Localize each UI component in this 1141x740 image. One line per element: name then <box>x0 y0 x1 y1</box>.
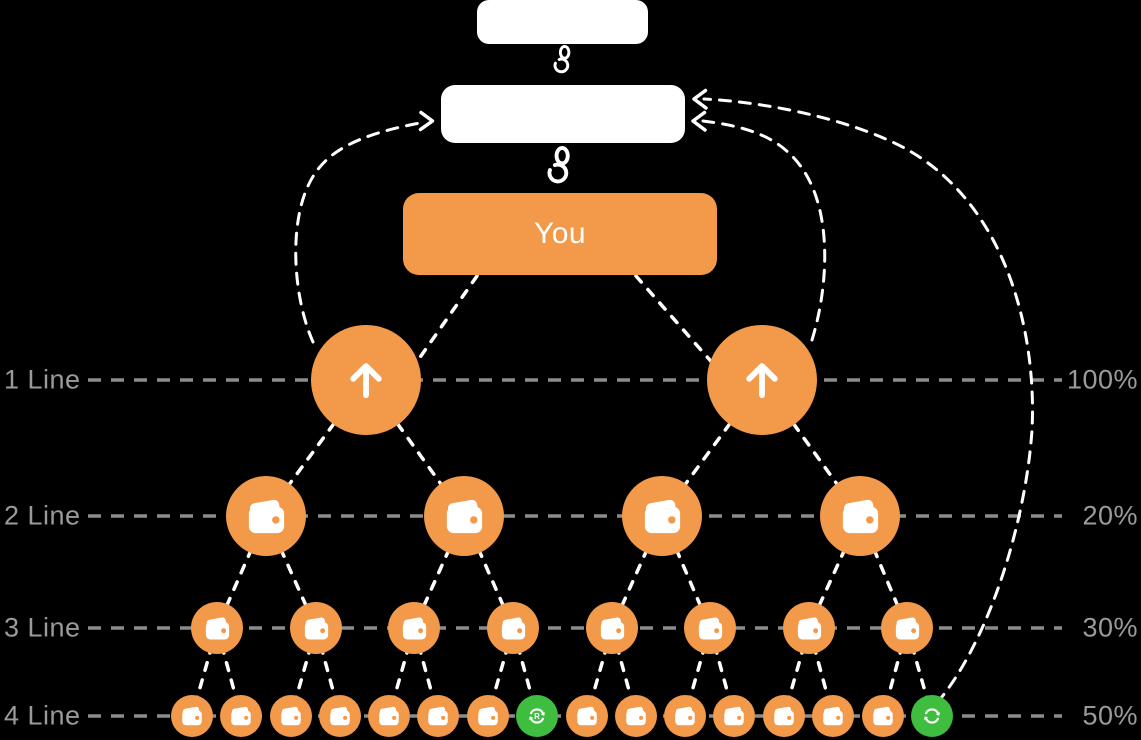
level-4-node-7 <box>467 695 509 737</box>
refresh-icon <box>923 708 941 724</box>
row-label-line-2: 2 Line <box>4 500 81 531</box>
level-3-node-6 <box>684 602 736 654</box>
arrow-up-icon <box>746 363 778 399</box>
wallet-icon <box>774 706 794 726</box>
row-percent-line-1: 100% <box>1066 364 1138 395</box>
row-label-line-3: 3 Line <box>4 612 81 643</box>
wallet-icon <box>644 499 680 533</box>
wallet-icon <box>577 706 597 726</box>
row-percent-line-3: 30% <box>1082 612 1138 643</box>
level-4-node-15 <box>862 695 904 737</box>
wallet-icon <box>698 617 722 639</box>
level-4-node-16-refresh <box>911 695 953 737</box>
level-3-node-8 <box>881 602 933 654</box>
wallet-icon <box>402 617 426 639</box>
level-2-node-1 <box>226 476 306 556</box>
wallet-icon <box>182 706 202 726</box>
level-3-node-7 <box>783 602 835 654</box>
you-node-label: You <box>533 217 587 250</box>
wallet-icon <box>205 617 229 639</box>
wallet-icon <box>428 706 448 726</box>
level-4-node-14 <box>812 695 854 737</box>
level-4-node-12 <box>713 695 755 737</box>
wallet-icon <box>626 706 646 726</box>
right-inner-curve <box>701 119 827 342</box>
level-4-node-11 <box>664 695 706 737</box>
level-4-node-10 <box>615 695 657 737</box>
refresh-r-icon: R <box>528 708 546 724</box>
top-box <box>477 0 648 44</box>
level-4-node-4 <box>319 695 361 737</box>
wallet-icon <box>446 499 482 533</box>
level-4-node-1 <box>171 695 213 737</box>
row-label-line-4: 4 Line <box>4 700 81 731</box>
wallet-icon <box>248 499 284 533</box>
wallet-icon <box>304 617 328 639</box>
connector-you-left <box>407 274 479 375</box>
level-3-node-5 <box>586 602 638 654</box>
chain-link-icon-bottom <box>547 146 573 187</box>
left-curve <box>294 121 422 344</box>
level-3-node-2 <box>290 602 342 654</box>
middle-box <box>441 85 685 143</box>
wallet-icon <box>330 706 350 726</box>
wallet-icon <box>231 706 251 726</box>
wallet-icon <box>600 617 624 639</box>
level-3-node-1 <box>191 602 243 654</box>
level-2-node-2 <box>424 476 504 556</box>
wallet-icon <box>873 706 893 726</box>
arrow-up-icon <box>350 363 382 399</box>
row-percent-line-4: 50% <box>1082 700 1138 731</box>
connector-you-right <box>634 274 725 377</box>
wallet-icon <box>379 706 399 726</box>
right-outer-curve <box>702 97 1034 705</box>
level-1-node-2 <box>707 325 817 435</box>
level-4-node-2 <box>220 695 262 737</box>
level-4-node-3 <box>270 695 312 737</box>
chain-link-icon-top <box>553 45 573 76</box>
wallet-icon <box>823 706 843 726</box>
wallet-icon <box>501 617 525 639</box>
you-node: You <box>403 193 717 275</box>
wallet-icon <box>724 706 744 726</box>
level-4-node-8-refresh-r: R <box>516 695 558 737</box>
level-4-node-6 <box>417 695 459 737</box>
wallet-icon <box>281 706 301 726</box>
level-4-node-13 <box>763 695 805 737</box>
level-1-node-1 <box>311 325 421 435</box>
wallet-icon <box>675 706 695 726</box>
row-percent-line-2: 20% <box>1082 500 1138 531</box>
wallet-icon <box>895 617 919 639</box>
level-2-node-3 <box>622 476 702 556</box>
level-4-node-9 <box>566 695 608 737</box>
wallet-icon <box>797 617 821 639</box>
svg-text:R: R <box>534 712 540 721</box>
row-label-line-1: 1 Line <box>4 364 81 395</box>
payout-curves <box>294 88 1034 705</box>
right-outer-curve-arrowhead-icon <box>692 88 708 110</box>
level-4-node-5 <box>368 695 410 737</box>
wallet-icon <box>842 499 878 533</box>
level-3-node-4 <box>487 602 539 654</box>
level-3-node-3 <box>388 602 440 654</box>
level-2-node-4 <box>820 476 900 556</box>
left-curve-arrowhead-icon <box>418 110 435 132</box>
right-inner-curve-arrowhead-icon <box>691 110 707 132</box>
wallet-icon <box>478 706 498 726</box>
